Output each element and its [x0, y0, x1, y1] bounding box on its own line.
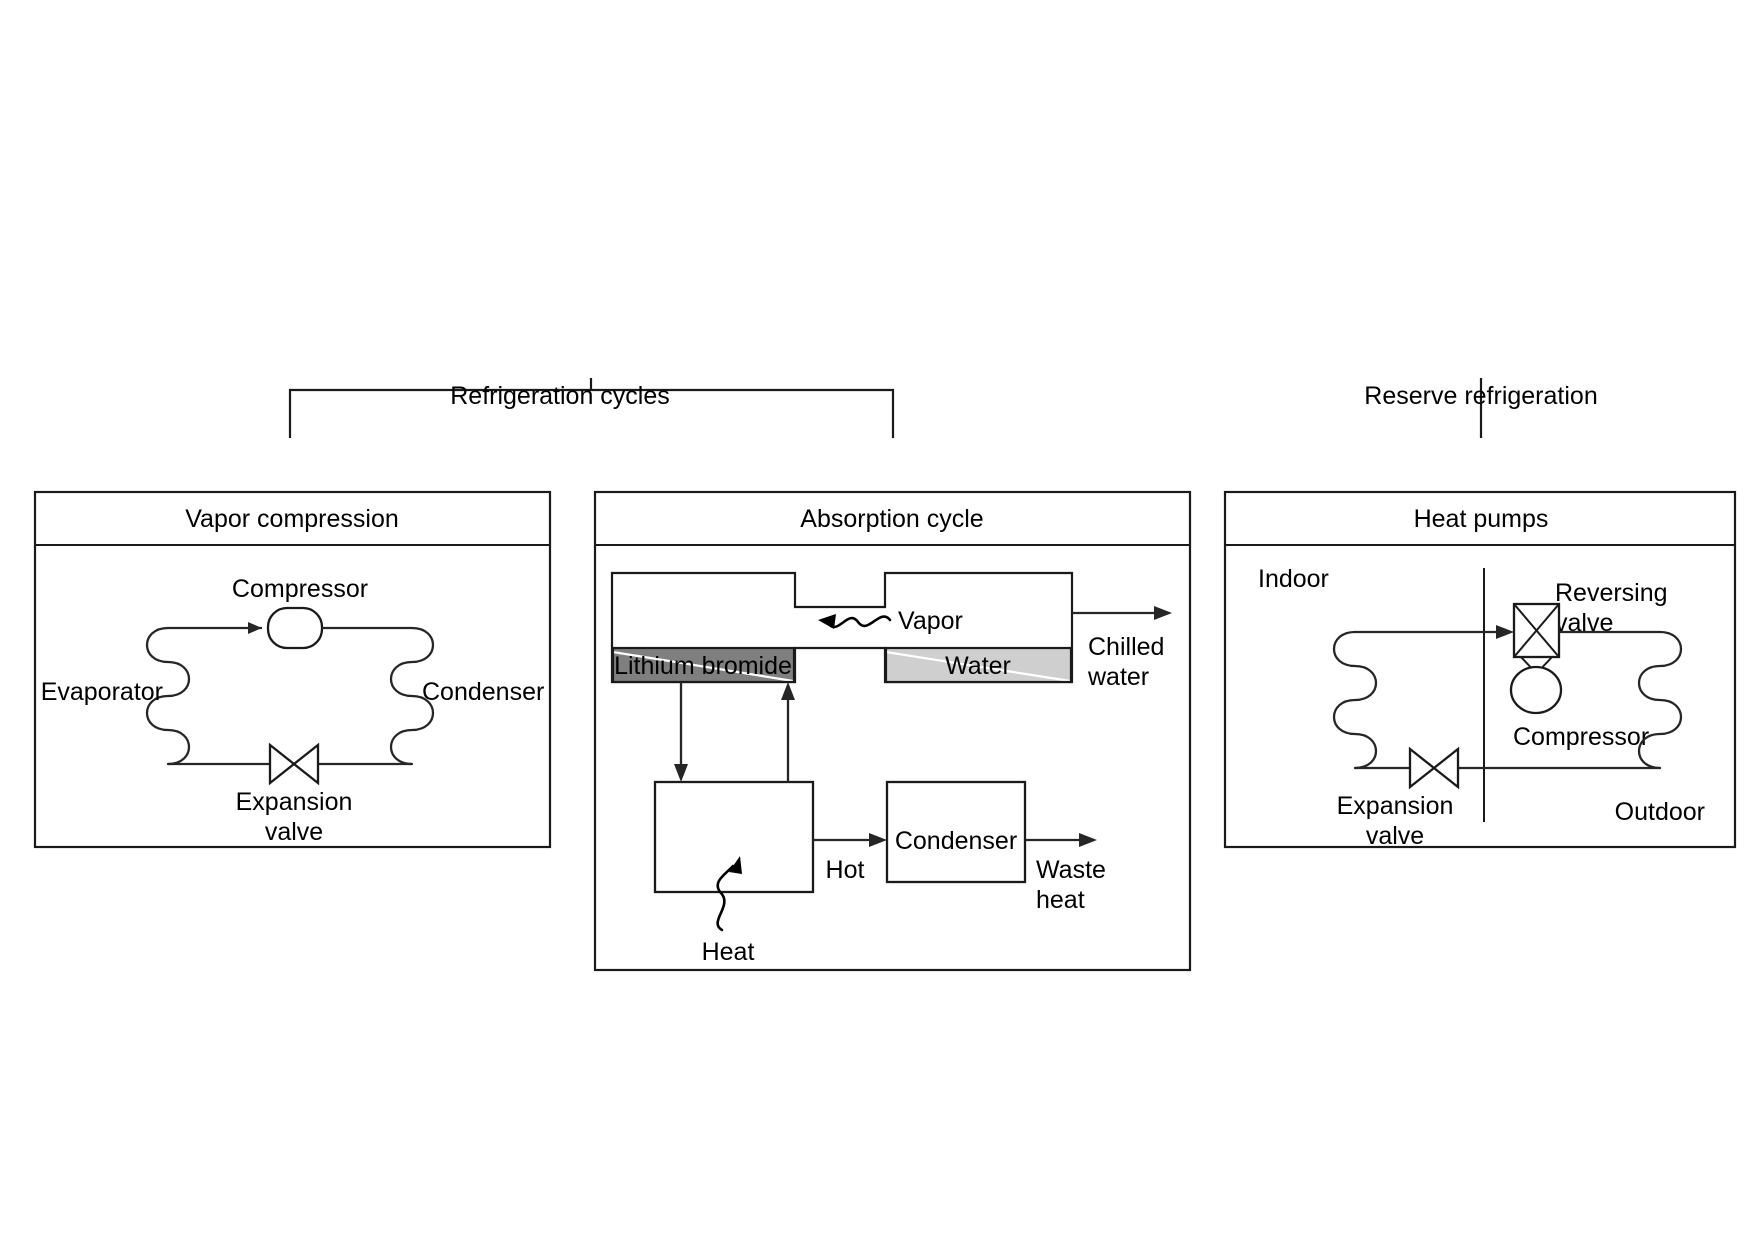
lithium-bromide-fill	[611, 646, 796, 684]
label-indoor: Indoor	[1258, 565, 1329, 593]
arrow-to-compressor	[248, 622, 262, 634]
label-waste-heat-line2: heat	[1036, 886, 1085, 914]
arrow-solution-down	[674, 682, 688, 782]
panel-vapor-compression[interactable]: Vapor compression Compressor Evaporator …	[33, 490, 552, 849]
expansion-valve-icon-left	[268, 742, 296, 786]
label-absorption-condenser: Condenser	[895, 827, 1017, 855]
label-chilled-water-line2: water	[1087, 663, 1149, 691]
label-water: Water	[945, 652, 1011, 680]
arrow-solution-up	[781, 682, 795, 782]
vapor-flow-arrow	[818, 614, 892, 629]
panel-heat-pumps[interactable]: Heat pumps Indoor Outdoor Reversing valv…	[1223, 490, 1737, 850]
outdoor-coil	[1637, 630, 1683, 770]
bracket-label-reserve-refrigeration: Reserve refrigeration	[1364, 382, 1597, 410]
indoor-coil	[1332, 630, 1378, 770]
label-heatpump-expansion-valve-line1: Expansion	[1337, 792, 1454, 820]
label-hot: Hot	[826, 856, 865, 884]
generator-box	[653, 780, 815, 894]
evaporator-coil	[145, 626, 191, 766]
expansion-valve-icon-right	[292, 742, 320, 786]
vapor-arrowhead	[818, 614, 836, 629]
panel-absorption-cycle[interactable]: Absorption cycle Lithium bromide Water	[593, 490, 1192, 972]
label-expansion-valve-line2: valve	[265, 818, 323, 846]
panel-header-heat-pumps: Heat pumps	[1414, 505, 1549, 533]
label-heatpump-compressor: Compressor	[1513, 723, 1649, 751]
refrigeration-cycles-bracket	[288, 378, 895, 438]
heatpump-compressor-icon	[1509, 665, 1563, 715]
water-fill	[884, 646, 1073, 684]
panel-header-absorption-cycle: Absorption cycle	[800, 505, 983, 533]
heat-input-arrow	[716, 856, 742, 932]
label-waste-heat-line1: Waste	[1036, 856, 1106, 884]
arrow-waste-heat	[1025, 833, 1097, 847]
label-condenser: Condenser	[422, 678, 544, 706]
bracket-label-refrigeration-cycles: Refrigeration cycles	[450, 382, 670, 410]
label-heatpump-expansion-valve-line2: valve	[1366, 822, 1424, 850]
condenser-coil	[389, 626, 435, 766]
panel-header-vapor-compression: Vapor compression	[185, 505, 399, 533]
label-evaporator: Evaporator	[41, 678, 163, 706]
label-compressor: Compressor	[232, 575, 368, 603]
chilled-water-arrow	[1072, 606, 1172, 620]
label-chilled-water-line1: Chilled	[1088, 633, 1164, 661]
arrow-hot-to-condenser	[813, 833, 887, 847]
label-outdoor: Outdoor	[1615, 798, 1705, 826]
label-lithium-bromide: Lithium bromide	[614, 652, 792, 680]
label-expansion-valve-line1: Expansion	[236, 788, 353, 816]
heatpump-expansion-valve-icon-right	[1432, 746, 1460, 790]
pipe-indoor-to-reversing-valve	[1355, 625, 1514, 639]
label-vapor: Vapor	[898, 607, 963, 635]
label-heat: Heat	[702, 938, 755, 966]
heatpump-expansion-valve-icon-left	[1408, 746, 1436, 790]
label-reversing-valve-line1: Reversing	[1555, 579, 1668, 607]
compressor-icon	[266, 606, 324, 650]
absorption-condenser-box	[885, 780, 1027, 884]
